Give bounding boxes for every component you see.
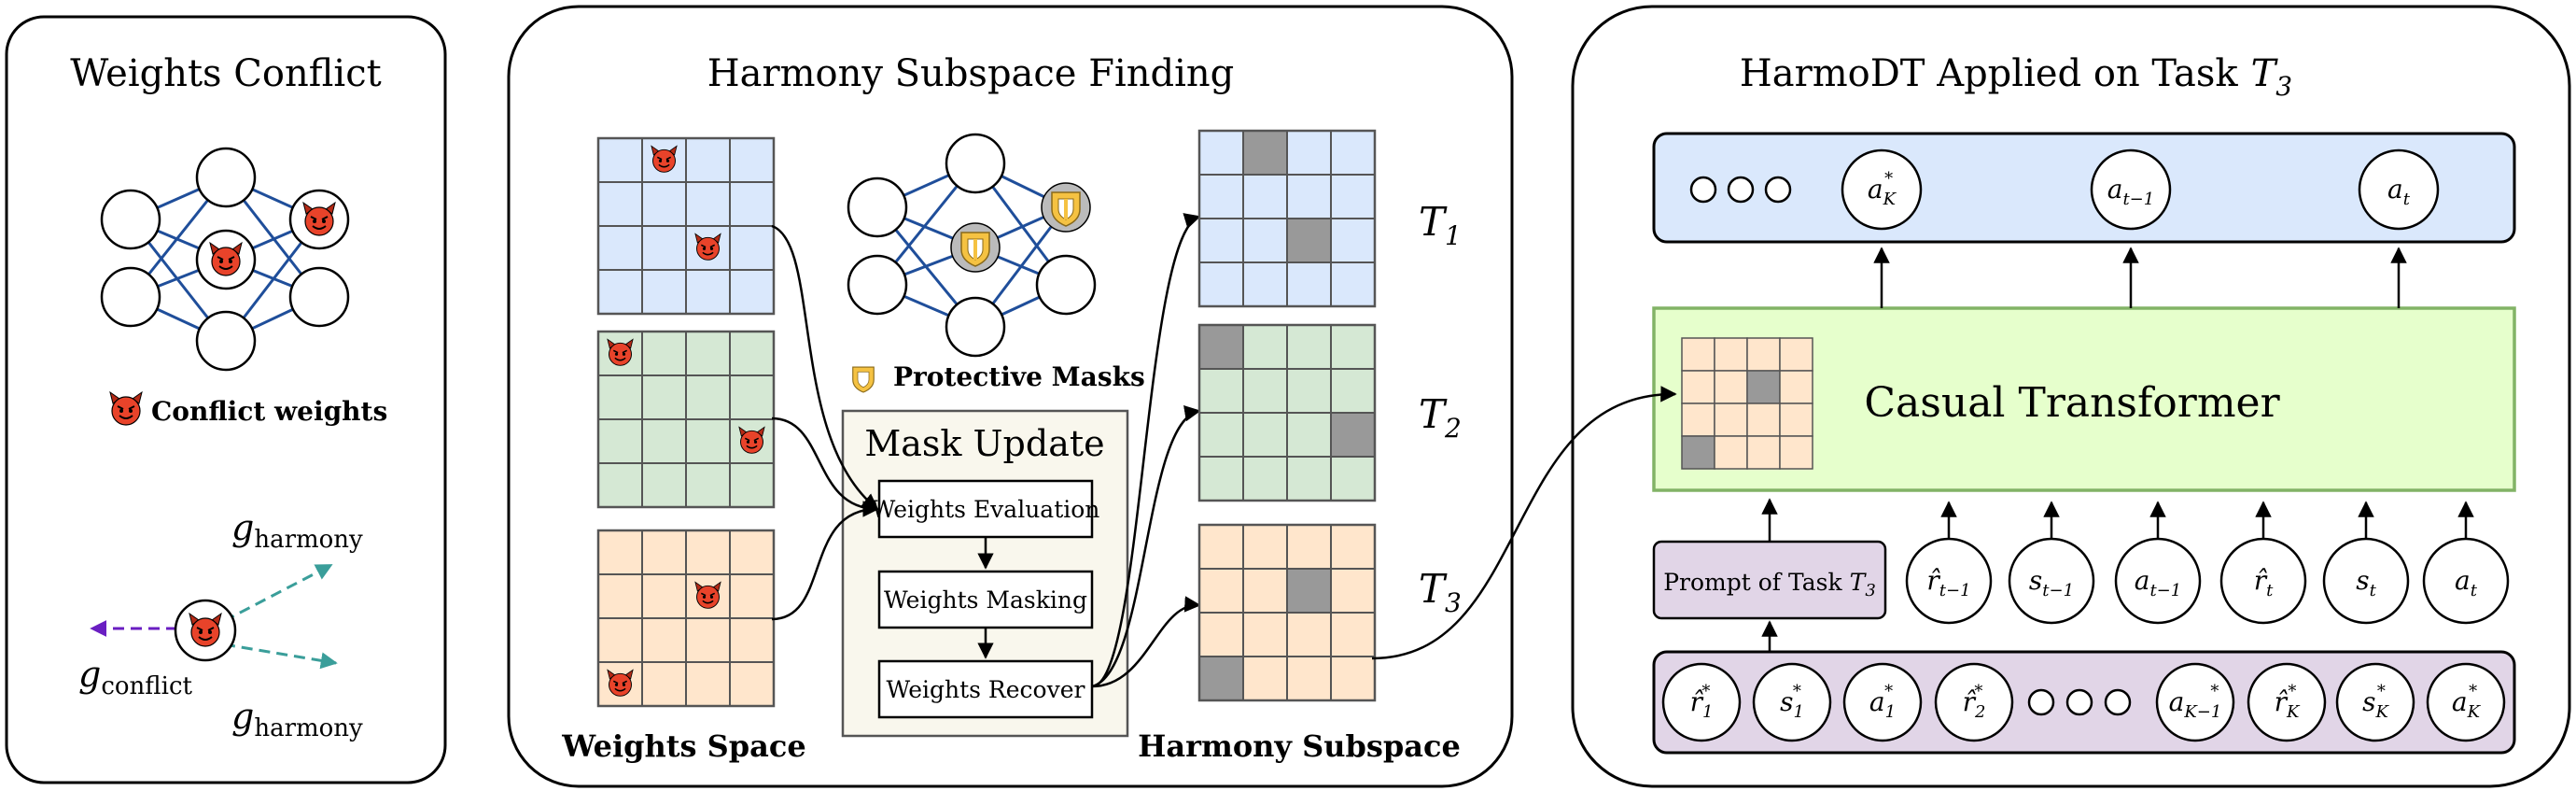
- svg-text:r̂t−1: r̂t−1: [1926, 565, 1970, 600]
- prompt-token: aK−1*: [2155, 662, 2235, 742]
- output-tokens: aK* at−1 at: [1841, 148, 2440, 231]
- svg-text:aK*: aK*: [2452, 682, 2482, 722]
- g-harmony-bottom-label: gharmony: [231, 696, 363, 742]
- devil-icon: [607, 338, 634, 367]
- input-token: r̂t−1: [1905, 537, 1993, 625]
- devil-icon: [651, 145, 678, 174]
- devil-icon: [109, 391, 143, 426]
- prompt-token: sK*: [2335, 662, 2415, 742]
- g-harmony-top-label: gharmony: [231, 507, 363, 554]
- harmony-grid-task-2: [1197, 323, 1377, 502]
- devil-icon: [607, 669, 634, 698]
- prompt-token: aK*: [2426, 662, 2506, 742]
- devil-icon: [694, 233, 721, 261]
- svg-text:r̂K*: r̂K*: [2275, 682, 2301, 722]
- prompt-token: r̂2*: [1934, 662, 2014, 742]
- step-box: [877, 570, 1094, 629]
- input-tokens: r̂t−1 st−1 at−1 r̂t st at: [1905, 501, 2510, 625]
- task-2-label: T2: [1419, 391, 1462, 444]
- subspace-to-transformer-arrow: [1371, 386, 1677, 660]
- input-token: st−1: [2008, 537, 2095, 625]
- output-token: at−1: [2090, 148, 2172, 231]
- input-token: at−1: [2114, 537, 2202, 625]
- svg-text:at−1: at−1: [2107, 174, 2154, 209]
- prompt-token: s1*: [1752, 662, 1832, 742]
- panel-title: Harmony Subspace Finding: [707, 52, 1235, 95]
- step-weights-evaluation: Weights Evaluation: [872, 496, 1100, 523]
- task-labels: T1 T2 T3: [1419, 199, 1462, 618]
- devil-icon: [189, 613, 222, 647]
- svg-text:aK−1*: aK−1*: [2169, 682, 2222, 722]
- protective-masks-label: Protective Masks: [893, 361, 1145, 392]
- g-conflict-label: gconflict: [78, 654, 193, 700]
- harmony-grid-task-3: [1197, 523, 1377, 702]
- harmony-subspace-label: Harmony Subspace: [1138, 728, 1461, 764]
- weights-conflict-panel: Weights Conflict Conflict weights: [5, 15, 447, 784]
- svg-text:st: st: [2356, 565, 2376, 600]
- svg-text:r̂2*: r̂2*: [1963, 682, 1986, 722]
- step-box: [877, 479, 1094, 539]
- svg-text:a1*: a1*: [1869, 682, 1896, 722]
- svg-text:st−1: st−1: [2029, 565, 2074, 600]
- transformer-label: Casual Transformer: [1864, 379, 2280, 427]
- svg-text:r̂1*: r̂1*: [1690, 682, 1714, 722]
- weights-space-label: Weights Space: [561, 728, 805, 764]
- output-token: at: [2358, 148, 2440, 231]
- weights-space: [596, 136, 776, 708]
- svg-text:at: at: [2387, 174, 2411, 209]
- task-3-label: T3: [1419, 566, 1462, 618]
- panel-title: Weights Conflict: [70, 52, 381, 95]
- weights-grid-green: [596, 330, 776, 509]
- mask-update-box: Mask Update Weights Evaluation Weights M…: [841, 409, 1129, 738]
- svg-text:s1*: s1*: [1780, 682, 1804, 722]
- legend-label: Conflict weights: [151, 396, 387, 427]
- svg-text:r̂t: r̂t: [2254, 565, 2274, 600]
- weights-grid-orange: [596, 529, 776, 708]
- devil-icon: [694, 581, 721, 610]
- prompt-token: a1*: [1842, 662, 1923, 742]
- prompt-token: r̂1*: [1661, 662, 1742, 742]
- devil-icon: [302, 202, 336, 236]
- attention-mask-grid: [1681, 337, 1813, 470]
- harmony-subspace: [1197, 129, 1377, 702]
- neural-network: [100, 147, 350, 372]
- output-token: aK*: [1841, 148, 1923, 231]
- prompt-tokens: r̂1* s1* a1* r̂2* aK−1* r̂K* sK* aK*: [1661, 662, 2506, 742]
- task-1-label: T1: [1419, 199, 1462, 251]
- svg-text:sK*: sK*: [2362, 682, 2389, 722]
- svg-text:at−1: at−1: [2135, 565, 2181, 600]
- prompt-token: r̂K*: [2247, 662, 2327, 742]
- protective-masks-legend: Protective Masks: [852, 361, 1145, 393]
- step-weights-masking: Weights Masking: [884, 586, 1087, 614]
- input-token: st: [2322, 537, 2410, 625]
- output-arrows: [1873, 247, 2407, 308]
- devil-icon: [209, 242, 243, 276]
- gradient-diagram: gharmony gconflict gharmony: [78, 507, 363, 742]
- shield-icon: [950, 222, 1001, 273]
- shield-icon: [1041, 182, 1091, 233]
- svg-text:at: at: [2455, 565, 2478, 600]
- ellipsis-dots: [2027, 688, 2132, 716]
- conflict-legend: Conflict weights: [109, 391, 387, 427]
- flow-arrows: [771, 213, 1201, 688]
- harmony-grid-task-1: [1197, 129, 1377, 308]
- devil-icon: [738, 426, 765, 455]
- input-token: r̂t: [2219, 537, 2307, 625]
- step-box: [877, 659, 1094, 719]
- harmony-subspace-panel: Harmony Subspace Finding Weights Space: [507, 5, 1514, 788]
- protective-network: [847, 133, 1097, 358]
- weights-grid-blue: [596, 136, 776, 316]
- step-weights-recover: Weights Recover: [887, 676, 1085, 703]
- ellipsis-dots: [1689, 176, 1792, 204]
- mask-update-title: Mask Update: [864, 423, 1104, 464]
- input-token: at: [2422, 537, 2510, 625]
- svg-text:aK*: aK*: [1868, 169, 1897, 209]
